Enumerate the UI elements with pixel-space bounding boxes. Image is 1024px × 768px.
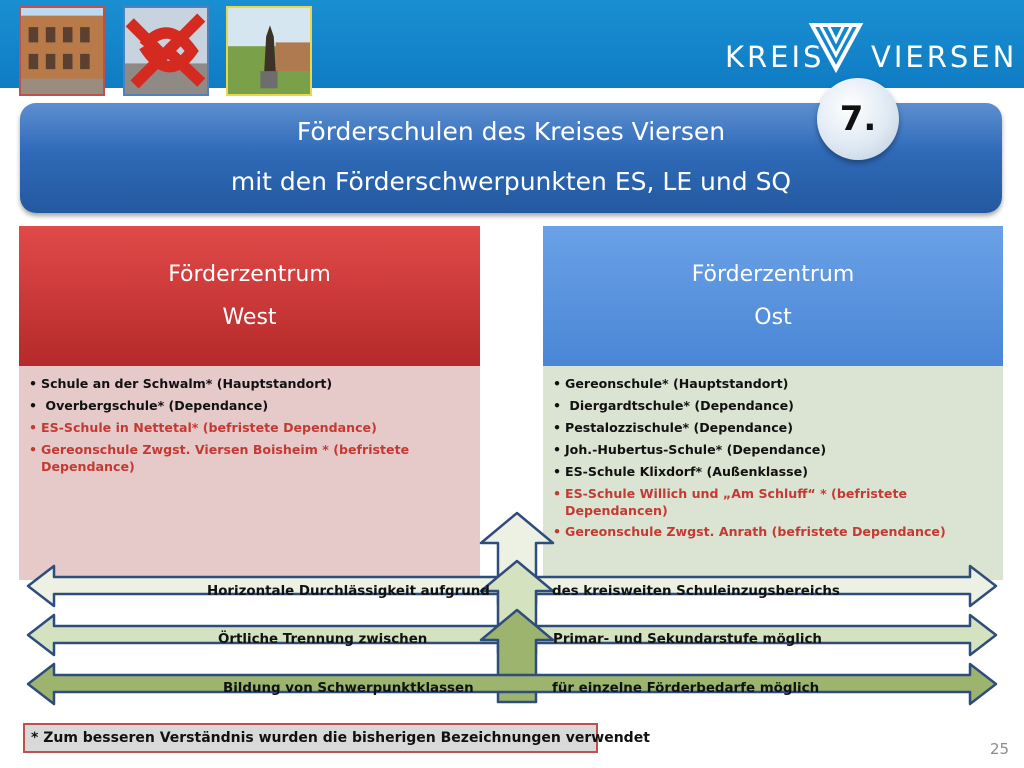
double-arrow-band-3 xyxy=(26,662,998,706)
band-1-right-label: des kreisweiten Schuleinzugsbereichs xyxy=(552,584,840,599)
slide-title-line-1: Förderschulen des Kreises Viersen xyxy=(296,117,726,146)
list-item: •ES-Schule Willich und „Am Schluff“ * (b… xyxy=(553,486,907,518)
list-item: • Diergardtschule* (Dependance) xyxy=(553,398,794,413)
east-school-list-box: •Gereonschule* (Hauptstandort) • Diergar… xyxy=(543,366,1003,580)
band-3-left-label: Bildung von Schwerpunktklassen xyxy=(223,681,474,696)
logo-text-kreis: KREIS xyxy=(725,40,825,74)
east-heading-line-2: Ost xyxy=(754,305,792,330)
west-school-list: •Schule an der Schwalm* (Hauptstandort) … xyxy=(29,375,470,479)
west-school-list-box: •Schule an der Schwalm* (Hauptstandort) … xyxy=(19,366,480,580)
slide-title-line-2: mit den Förderschwerpunkten ES, LE und S… xyxy=(230,167,792,196)
list-item: •Gereonschule* (Hauptstandort) xyxy=(553,376,789,391)
page-number: 25 xyxy=(990,740,1010,758)
band-2-right-label: Primar- und Sekundarstufe möglich xyxy=(553,632,822,647)
east-heading-line-1: Förderzentrum xyxy=(691,262,855,287)
west-heading-line-1: Förderzentrum xyxy=(168,262,331,287)
bronze-statue-photo xyxy=(226,6,312,96)
list-item: •Joh.-Hubertus-Schule* (Dependance) xyxy=(553,442,827,457)
list-item: •Gereonschule Zwgst. Anrath (befristete … xyxy=(553,524,946,539)
east-school-list: •Gereonschule* (Hauptstandort) • Diergar… xyxy=(553,375,993,545)
east-heading-box: Förderzentrum Ost xyxy=(543,226,1003,366)
list-item: •Pestalozzischule* (Dependance) xyxy=(553,420,793,435)
west-heading-line-2: West xyxy=(222,305,277,330)
red-sculpture-photo xyxy=(123,6,209,96)
list-item: • Overbergschule* (Dependance) xyxy=(29,398,269,413)
footnote: * Zum besseren Verständnis wurden die bi… xyxy=(23,723,650,753)
vertical-up-arrow-3 xyxy=(479,608,555,704)
band-2-left-label: Örtliche Trennung zwischen xyxy=(218,632,428,647)
double-arrow-band-2 xyxy=(26,613,998,657)
west-heading-box: Förderzentrum West xyxy=(19,226,480,366)
band-3-right-label: für einzelne Förderbedarfe möglich xyxy=(552,681,820,696)
brick-building-photo xyxy=(19,6,105,96)
list-item: •Gereonschule Zwgst. Viersen Boisheim * … xyxy=(29,442,410,474)
list-item: •ES-Schule in Nettetal* (befristete Depe… xyxy=(29,420,377,435)
slide-number-badge: 7. xyxy=(817,78,899,160)
slide-number-badge-text: 7. xyxy=(839,99,877,139)
list-item: •ES-Schule Klixdorf* (Außenklasse) xyxy=(553,464,808,479)
kreis-viersen-logo-icon xyxy=(808,17,864,74)
logo-text-viersen: VIERSEN xyxy=(871,40,1018,74)
band-1-left-label: Horizontale Durchlässigkeit aufgrund xyxy=(207,584,490,599)
list-item: •Schule an der Schwalm* (Hauptstandort) xyxy=(29,376,333,391)
